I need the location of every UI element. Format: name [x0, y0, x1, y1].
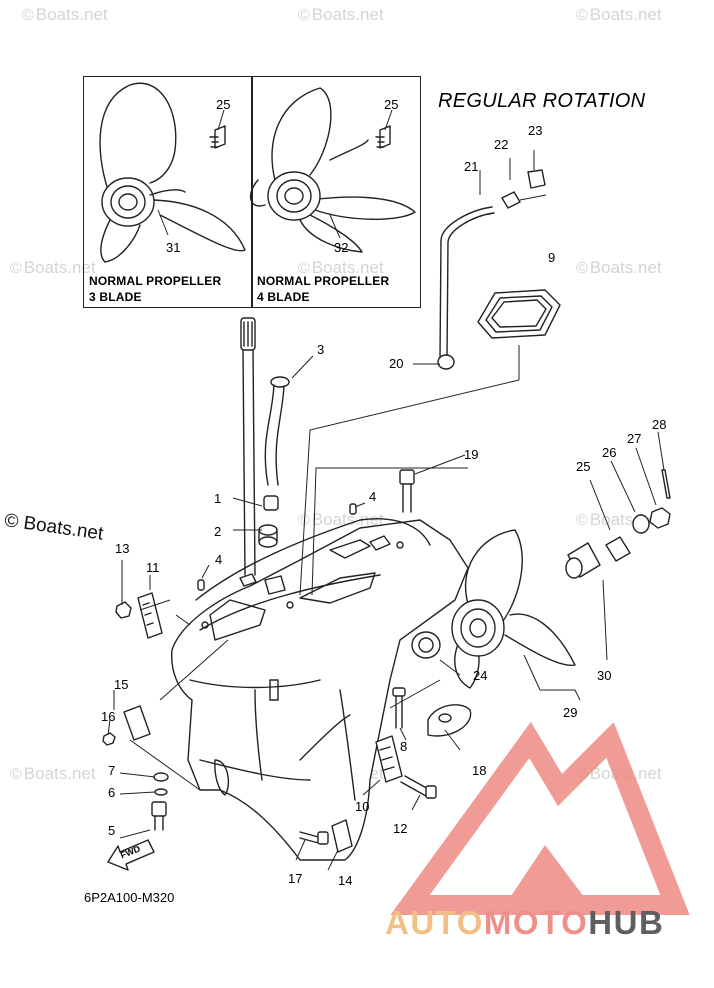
cover-10-illustration	[375, 735, 403, 783]
callout-14: 14	[338, 873, 353, 888]
nut-13-illustration	[115, 601, 132, 619]
callout-25: 25	[384, 97, 399, 112]
pin-illustration	[349, 503, 357, 515]
callout-27: 27	[627, 431, 642, 446]
callout-19: 19	[464, 447, 479, 462]
water-tube-illustration	[264, 376, 290, 486]
inset-3-blade: NORMAL PROPELLER 3 BLADE	[83, 76, 253, 308]
callout-10: 10	[355, 799, 370, 814]
watermark: ©Boats.net	[10, 258, 96, 277]
watermark: ©Boats.net	[576, 5, 662, 24]
callout-1: 1	[214, 491, 222, 506]
propeller-4-blade-illustration	[249, 87, 416, 253]
bolt-17-illustration	[299, 831, 329, 845]
cover-11-illustration	[137, 592, 163, 639]
callout-23: 23	[528, 123, 543, 138]
washer-illustration	[605, 536, 631, 562]
watermark: ©Boats.net	[298, 510, 384, 529]
callout-25: 25	[216, 97, 231, 112]
spacer-illustration	[565, 542, 601, 579]
callout-8: 8	[400, 739, 408, 754]
cover-15-illustration	[123, 705, 151, 741]
inset-4-blade: NORMAL PROPELLER 4 BLADE	[251, 76, 421, 308]
cotter-pin-illustration	[661, 469, 671, 499]
callout-28: 28	[652, 417, 667, 432]
callout-11: 11	[146, 560, 160, 575]
washer-26-illustration	[632, 514, 650, 534]
trim-tab-anode-illustration	[427, 704, 472, 737]
bolt-19-illustration	[399, 469, 415, 513]
rotation-heading: REGULAR ROTATION	[438, 90, 646, 112]
callout-16: 16	[101, 709, 116, 724]
callout-30: 30	[597, 668, 612, 683]
seal-illustration	[258, 495, 279, 548]
watermark: ©Boats.net	[298, 258, 384, 277]
inset-4-blade-label: NORMAL PROPELLER 4 BLADE	[257, 274, 390, 304]
inset-3-blade-label: NORMAL PROPELLER 3 BLADE	[89, 274, 222, 304]
main-propeller-illustration	[451, 529, 576, 689]
callout-26: 26	[602, 445, 617, 460]
callout-29: 29	[563, 705, 578, 720]
watermark: ©Boats.net	[576, 258, 662, 277]
callout-17: 17	[288, 871, 303, 886]
anode-illustration	[411, 631, 441, 659]
callout-32: 32	[334, 240, 349, 255]
callout-20: 20	[389, 356, 404, 371]
callout-21: 21	[464, 159, 479, 174]
brand-part-hub: HUB	[588, 904, 665, 941]
callout-2: 2	[214, 524, 222, 539]
cover-14-illustration	[331, 819, 353, 853]
propeller-3-blade-illustration	[99, 82, 246, 263]
callout-5: 5	[108, 823, 116, 838]
brand-part-moto: MOTO	[483, 904, 589, 941]
watermark: ©Boats.net	[10, 764, 96, 783]
callout-18: 18	[472, 763, 487, 778]
callout-31: 31	[166, 240, 181, 255]
bolt-12-illustration	[400, 775, 437, 799]
callout-15: 15	[114, 677, 129, 692]
callout-6: 6	[108, 785, 116, 800]
callout-9: 9	[548, 250, 556, 265]
fwd-arrow-icon	[107, 839, 155, 871]
automotohub-logo	[390, 721, 690, 915]
drive-shaft-illustration	[240, 317, 256, 576]
leader-lines	[107, 109, 665, 871]
diagram-code: 6P2A100-M320	[84, 890, 175, 905]
callout-4: 4	[369, 489, 377, 504]
pin-illustration	[197, 579, 205, 591]
watermark: ©Boats.net	[298, 5, 384, 24]
callout-25: 25	[576, 459, 591, 474]
callout-24: 24	[473, 668, 488, 683]
callout-7: 7	[108, 763, 116, 778]
callout-12: 12	[393, 821, 408, 836]
callout-13: 13	[115, 541, 130, 556]
bolt-5-illustration	[151, 772, 169, 831]
callout-4: 4	[215, 552, 223, 567]
lower-case-illustration	[171, 518, 469, 861]
watermark: ©Boats.net	[22, 5, 108, 24]
callout-3: 3	[317, 342, 325, 357]
brand-part-auto: AUTO	[385, 904, 484, 941]
nut-16-illustration	[102, 732, 116, 746]
nut-illustration	[649, 507, 671, 529]
speedometer-hose-illustration	[437, 169, 546, 370]
brand-wordmark: AUTOMOTOHUB	[385, 904, 664, 942]
bolt-8-illustration	[392, 687, 406, 729]
callout-22: 22	[494, 137, 509, 152]
gasket-illustration	[477, 289, 561, 339]
